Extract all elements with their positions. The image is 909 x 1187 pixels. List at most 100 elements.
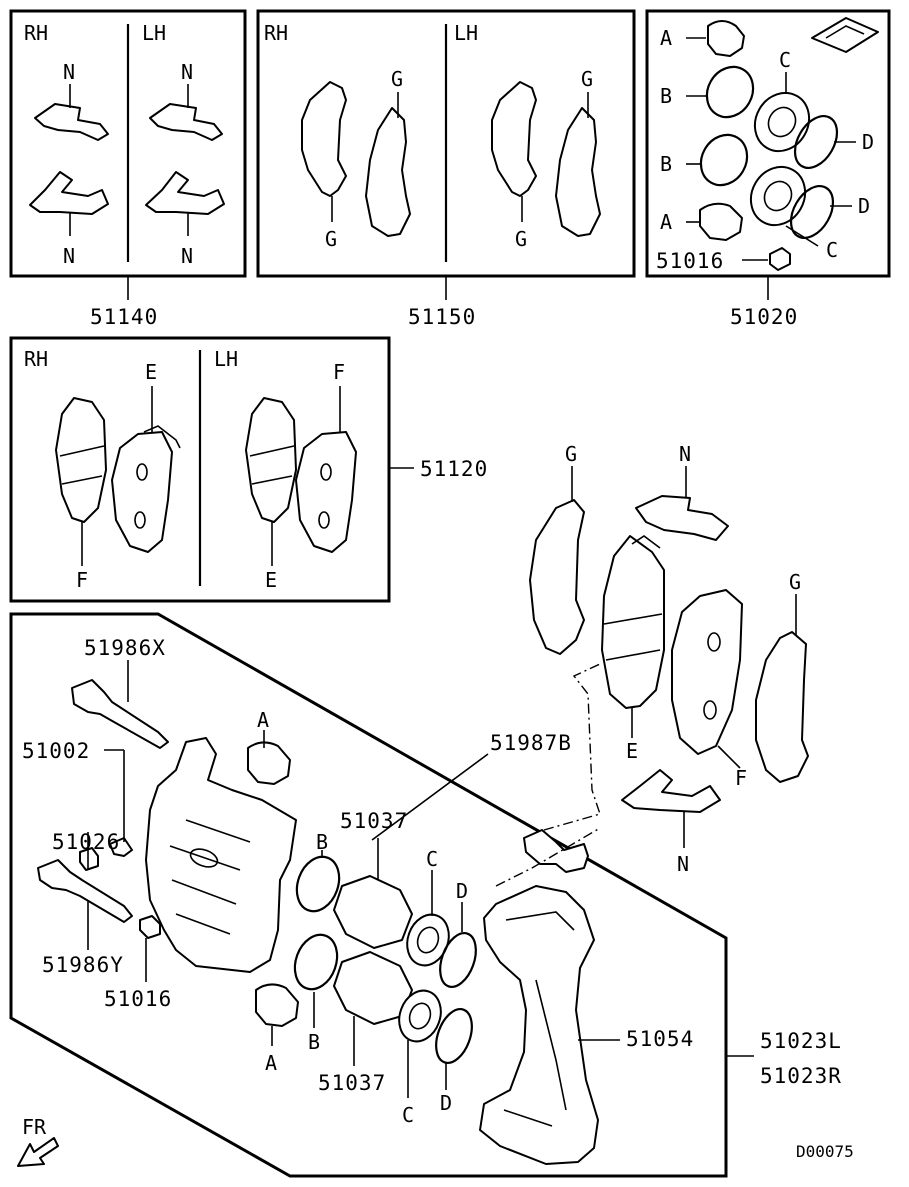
dust-boot-upper	[707, 20, 745, 57]
letter-b-label: B	[660, 84, 672, 108]
dash-leader	[543, 663, 601, 831]
front-marker-label: FR	[22, 1115, 47, 1139]
letter-g-label: G	[581, 67, 593, 91]
piston-seal-ring-lower	[699, 133, 749, 187]
letter-d-label: D	[858, 194, 870, 218]
exploded-pad-assembly: G N G E F N	[529, 442, 809, 876]
shim-rh-inner	[365, 107, 411, 237]
pad-lh-inner	[295, 431, 357, 553]
pad-rh-outer-grooves	[59, 445, 105, 485]
kit-package-icon	[811, 17, 879, 53]
guide-pin-x	[71, 679, 169, 749]
letter-d-label: D	[862, 130, 874, 154]
letter-d-label: D	[440, 1091, 452, 1115]
dash-leader	[495, 827, 601, 887]
letter-g-label: G	[391, 67, 403, 91]
piston-seal-upper	[295, 855, 341, 913]
pad-hole	[320, 463, 332, 481]
pad-set-lh-label: LH	[214, 347, 238, 371]
piston-boot-lower-inner	[763, 180, 793, 212]
letter-n-label: N	[63, 60, 75, 84]
letter-d-label: D	[456, 879, 468, 903]
letter-g-label: G	[565, 442, 577, 466]
drawing-code: D00075	[796, 1142, 854, 1161]
pad-rh-inner	[111, 431, 173, 553]
pad-outer-tab	[631, 535, 661, 549]
pad-clip-lh-upper	[149, 103, 223, 141]
clip-set-rh-label: RH	[24, 21, 48, 45]
part-number-pin-bushing: 51016	[104, 987, 172, 1011]
leader-line	[371, 753, 489, 841]
letter-c-label: C	[779, 48, 791, 72]
pin-boot-lower	[255, 983, 299, 1027]
letter-b-label: B	[660, 152, 672, 176]
letter-n-label: N	[181, 244, 193, 268]
shim-set-group: RH LH G G G G 51150	[256, 9, 636, 329]
part-number-clip-set: 51140	[90, 305, 158, 329]
pad-set-group: RH LH E F F E 51120	[9, 336, 488, 603]
pad-inner	[671, 589, 743, 755]
pad-outer	[601, 535, 665, 709]
front-marker: FR	[17, 1115, 59, 1167]
caliper-support	[479, 885, 599, 1165]
caliper-body-ribs	[169, 819, 251, 935]
pad-clip-rh-upper	[34, 103, 109, 141]
shim-rh-outer	[301, 81, 347, 197]
pad-clip-upper	[635, 495, 729, 541]
dust-boot-lower	[699, 202, 743, 241]
pad-hole	[318, 511, 330, 529]
letter-a-label: A	[660, 26, 672, 50]
pin-boot-upper	[247, 741, 291, 785]
boot-ring-d-lower	[435, 1008, 473, 1064]
shim-inner	[755, 631, 809, 783]
letter-b-label: B	[308, 1030, 320, 1054]
letter-n-label: N	[181, 60, 193, 84]
caliper-support-edges	[503, 911, 575, 1127]
pad-set-box	[9, 336, 391, 603]
pad-hole	[707, 632, 721, 652]
pad-hole	[134, 511, 146, 529]
caliper-assembly-outline	[9, 612, 728, 1178]
part-number-bolt: 51987B	[490, 731, 572, 755]
letter-c-label: C	[426, 847, 438, 871]
pad-lh-outer	[245, 397, 297, 523]
part-number-pad-set: 51120	[420, 457, 488, 481]
shim-set-lh-label: LH	[454, 21, 478, 45]
letter-e-label: E	[626, 739, 638, 763]
letter-f-label: F	[76, 568, 88, 592]
piston-boot-c-upper-inner	[416, 926, 440, 954]
shim-lh-inner	[555, 107, 601, 237]
shim-outer	[529, 499, 585, 655]
leader-line	[717, 745, 741, 769]
piston-boot-c-lower	[398, 989, 442, 1043]
clip-set-lh-label: LH	[142, 21, 166, 45]
caliper-body	[145, 737, 297, 973]
part-number-piston-lower: 51037	[318, 1071, 386, 1095]
pad-clip-lower	[621, 769, 721, 813]
piston-seal-ring-upper	[705, 65, 755, 119]
piston-boot-c-lower-inner	[408, 1002, 432, 1030]
part-number-support: 51054	[626, 1027, 694, 1051]
boot-ring-upper	[793, 115, 839, 169]
wear-indicator-rh	[143, 425, 181, 449]
kit-package-detail	[825, 25, 865, 39]
letter-n-label: N	[677, 852, 689, 876]
letter-a-label: A	[265, 1051, 277, 1075]
letter-c-label: C	[402, 1103, 414, 1127]
boot-ring-lower	[789, 185, 835, 239]
piston-upper	[333, 875, 413, 949]
leader-line	[785, 225, 819, 247]
caliper-assembly-group: 51986X 51002 51026 51986Y 51016 A A B B …	[9, 612, 841, 1178]
shim-lh-outer	[491, 81, 537, 197]
part-number-pin-bushing-kit: 51016	[656, 249, 724, 273]
seal-kit-group: A B B A C D D C 51016 51020	[645, 9, 891, 329]
front-arrow-icon	[17, 1137, 59, 1167]
part-number-shim-set: 51150	[408, 305, 476, 329]
clip-set-group: RH LH N N N N 51140	[9, 9, 247, 329]
letter-n-label: N	[679, 442, 691, 466]
pin-bushing-small	[139, 915, 161, 939]
pad-hole	[136, 463, 148, 481]
part-number-piston-upper: 51037	[340, 809, 408, 833]
pin-bushing-part	[769, 247, 791, 271]
